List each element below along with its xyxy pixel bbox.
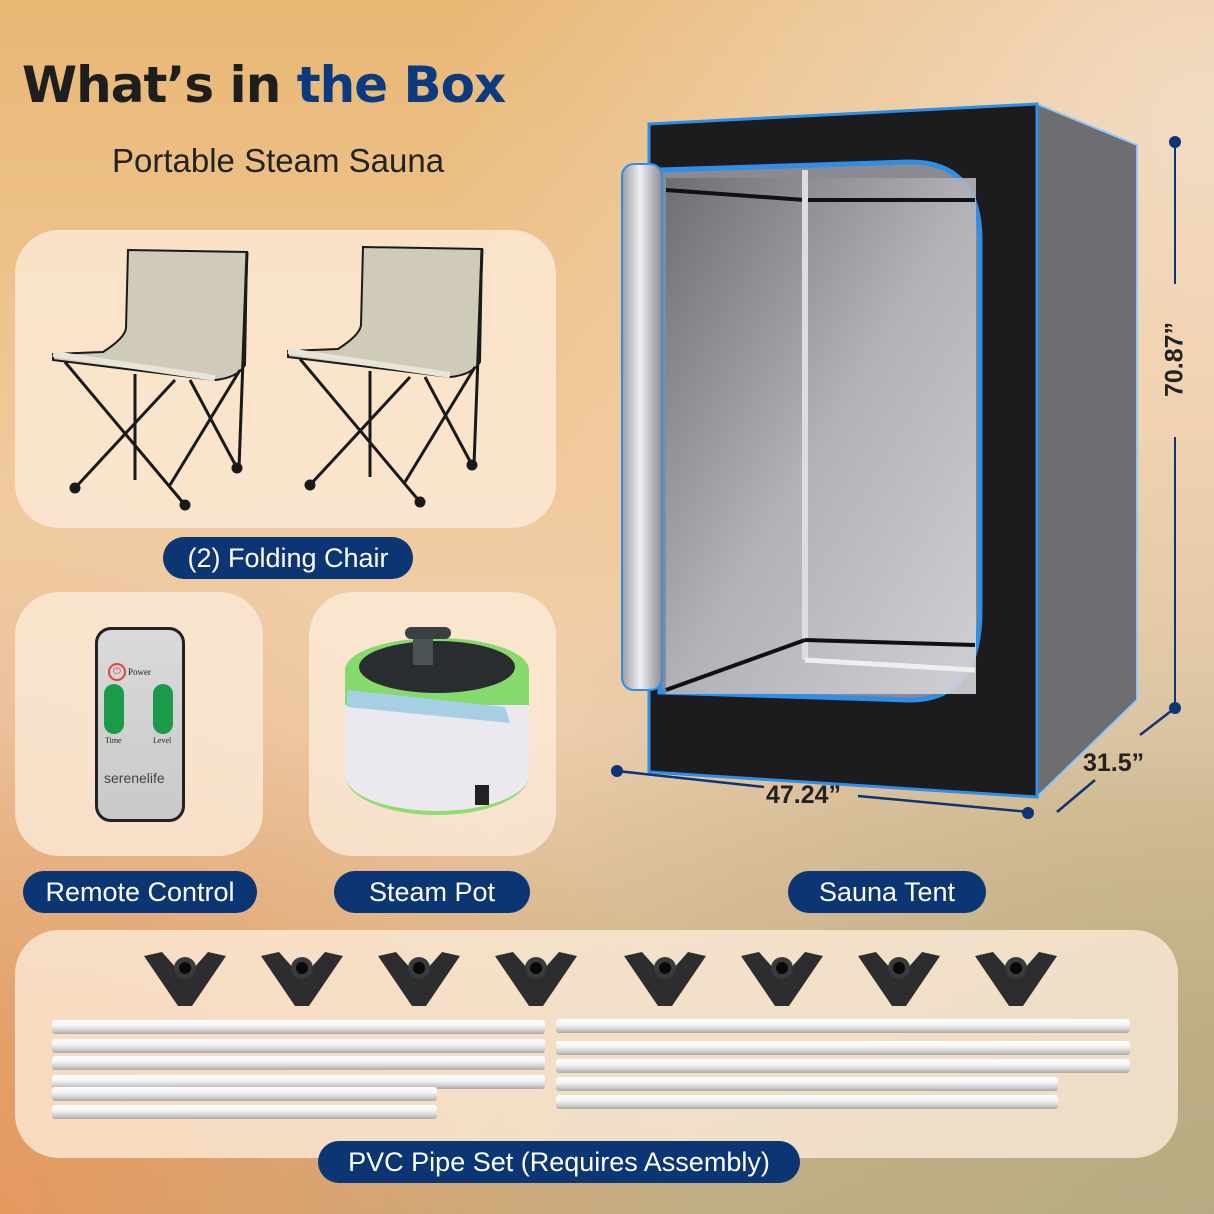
remote-power-label: Power bbox=[128, 667, 151, 677]
depth-dimension: 31.5” bbox=[1083, 749, 1145, 777]
pvc-pipe-label: PVC Pipe Set (Requires Assembly) bbox=[318, 1141, 800, 1183]
connector-icon bbox=[261, 952, 343, 1006]
folding-chair-label: (2) Folding Chair bbox=[163, 537, 413, 579]
remote-control-image: ⏻ Power Time Level serenelife bbox=[95, 627, 185, 822]
steam-pot-image bbox=[345, 627, 529, 815]
connector-icon bbox=[624, 952, 706, 1006]
sauna-tent-image bbox=[621, 102, 1138, 800]
width-dim-right-dot bbox=[1022, 807, 1034, 819]
pvc-pipe bbox=[556, 1019, 1130, 1033]
connector-icon bbox=[741, 952, 823, 1006]
width-dim-lines bbox=[616, 769, 1030, 814]
pvc-pipe bbox=[52, 1020, 545, 1034]
connector-row bbox=[140, 948, 1060, 1018]
remote-level-label: Level bbox=[153, 736, 172, 745]
title-part-1: What’s in bbox=[22, 56, 297, 114]
pvc-pipe-card bbox=[15, 930, 1178, 1158]
connector-icon bbox=[495, 952, 577, 1006]
height-dim-line-bottom bbox=[1174, 437, 1176, 707]
pvc-pipe bbox=[556, 1041, 1130, 1055]
sauna-tent-label: Sauna Tent bbox=[788, 871, 986, 913]
pvc-pipe bbox=[556, 1095, 1058, 1109]
pvc-pipe bbox=[52, 1039, 545, 1053]
remote-control-label: Remote Control bbox=[23, 871, 257, 913]
power-button-icon: ⏻ bbox=[108, 663, 126, 681]
connector-icon bbox=[144, 952, 226, 1006]
level-buttons-icon bbox=[153, 684, 173, 734]
connector-icon bbox=[858, 952, 940, 1006]
pvc-pipe bbox=[556, 1077, 1058, 1091]
remote-brand-logo: serenelife bbox=[104, 770, 165, 786]
time-buttons-icon bbox=[104, 684, 124, 734]
height-dimension: 70.87” bbox=[1160, 321, 1189, 398]
pvc-pipe bbox=[52, 1087, 437, 1101]
depth-dim-lines bbox=[1056, 707, 1176, 813]
pvc-pipe bbox=[52, 1105, 437, 1119]
steam-pot-label: Steam Pot bbox=[334, 871, 530, 913]
pvc-pipe bbox=[556, 1059, 1130, 1073]
pvc-pipe bbox=[52, 1056, 545, 1070]
pvc-pipe bbox=[52, 1075, 545, 1089]
title-accent: the Box bbox=[296, 56, 507, 114]
remote-time-label: Time bbox=[105, 736, 122, 745]
folding-chair-image bbox=[52, 230, 556, 511]
connector-icon bbox=[378, 952, 460, 1006]
height-dim-line-top bbox=[1174, 142, 1176, 284]
page-subtitle: Portable Steam Sauna bbox=[112, 142, 445, 179]
connector-icon bbox=[975, 952, 1057, 1006]
chairs-card bbox=[15, 230, 556, 528]
page-title: What’s in the Box bbox=[22, 56, 507, 114]
width-dimension: 47.24” bbox=[766, 781, 842, 809]
